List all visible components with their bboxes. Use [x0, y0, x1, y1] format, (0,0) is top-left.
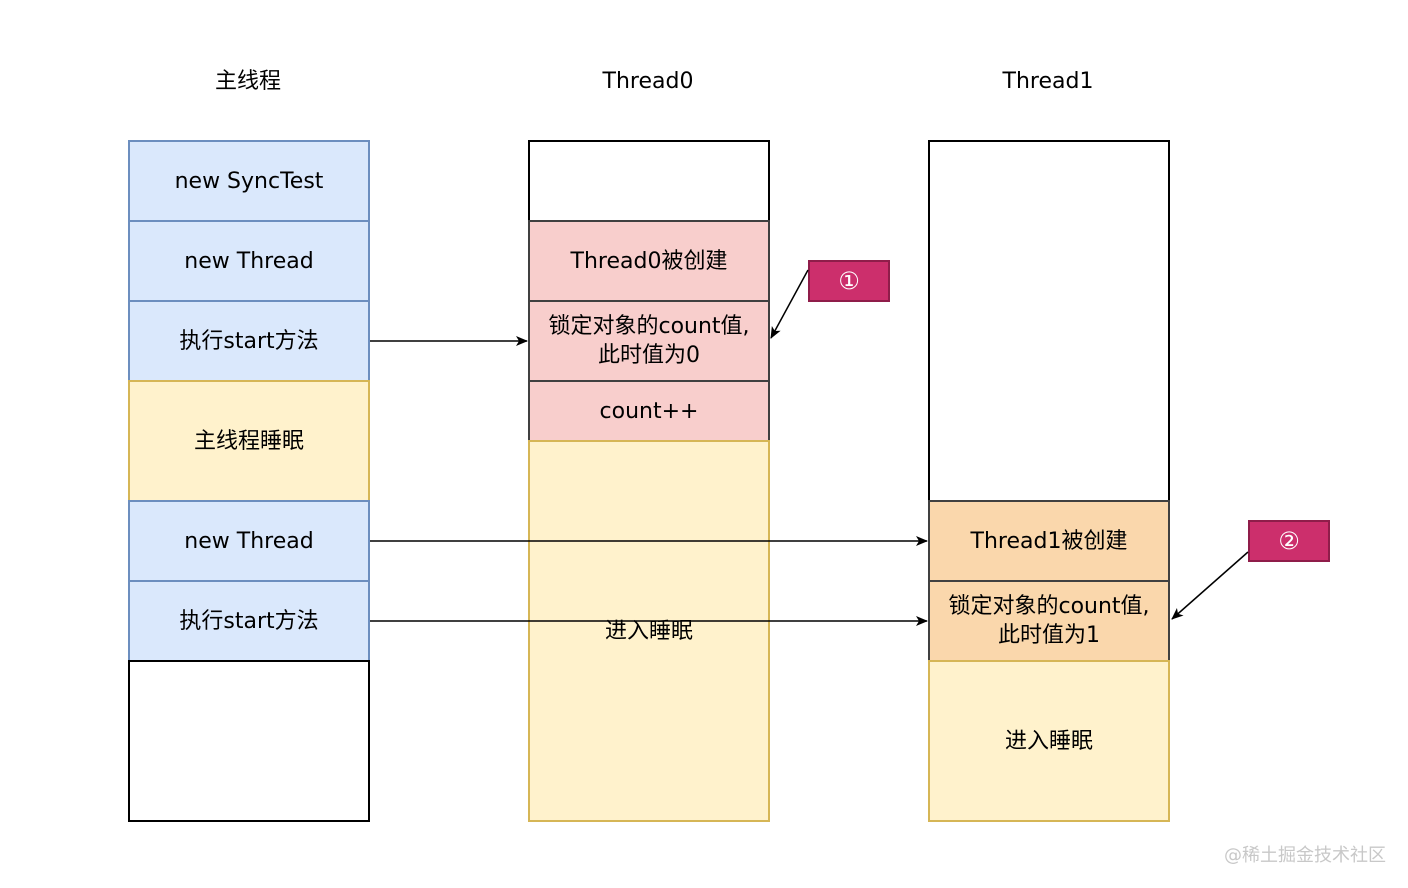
main-empty-tail — [128, 660, 370, 822]
thread0-title: Thread0 — [602, 69, 694, 94]
main-start-thread-1: 执行start方法 — [128, 580, 370, 662]
watermark: @稀土掘金技术社区 — [1224, 845, 1386, 866]
thread1-title: Thread1 — [1002, 69, 1094, 94]
arrow-marker-two — [1171, 551, 1249, 620]
thread0-sleep-label: 进入睡眠 — [604, 619, 693, 644]
thread1-empty-head — [928, 140, 1170, 502]
marker-one: ① — [808, 260, 890, 302]
thread1-sleep: 进入睡眠 — [928, 660, 1170, 822]
arrow-marker-one — [770, 269, 809, 339]
thread0-sleep-block — [528, 440, 770, 822]
thread0-lock-count: 锁定对象的count值, 此时值为0 — [528, 300, 770, 382]
marker-two: ② — [1248, 520, 1330, 562]
main-thread-title: 主线程 — [214, 69, 281, 94]
thread1-lock-count: 锁定对象的count值, 此时值为1 — [928, 580, 1170, 662]
main-new-thread-1: new Thread — [128, 500, 370, 582]
